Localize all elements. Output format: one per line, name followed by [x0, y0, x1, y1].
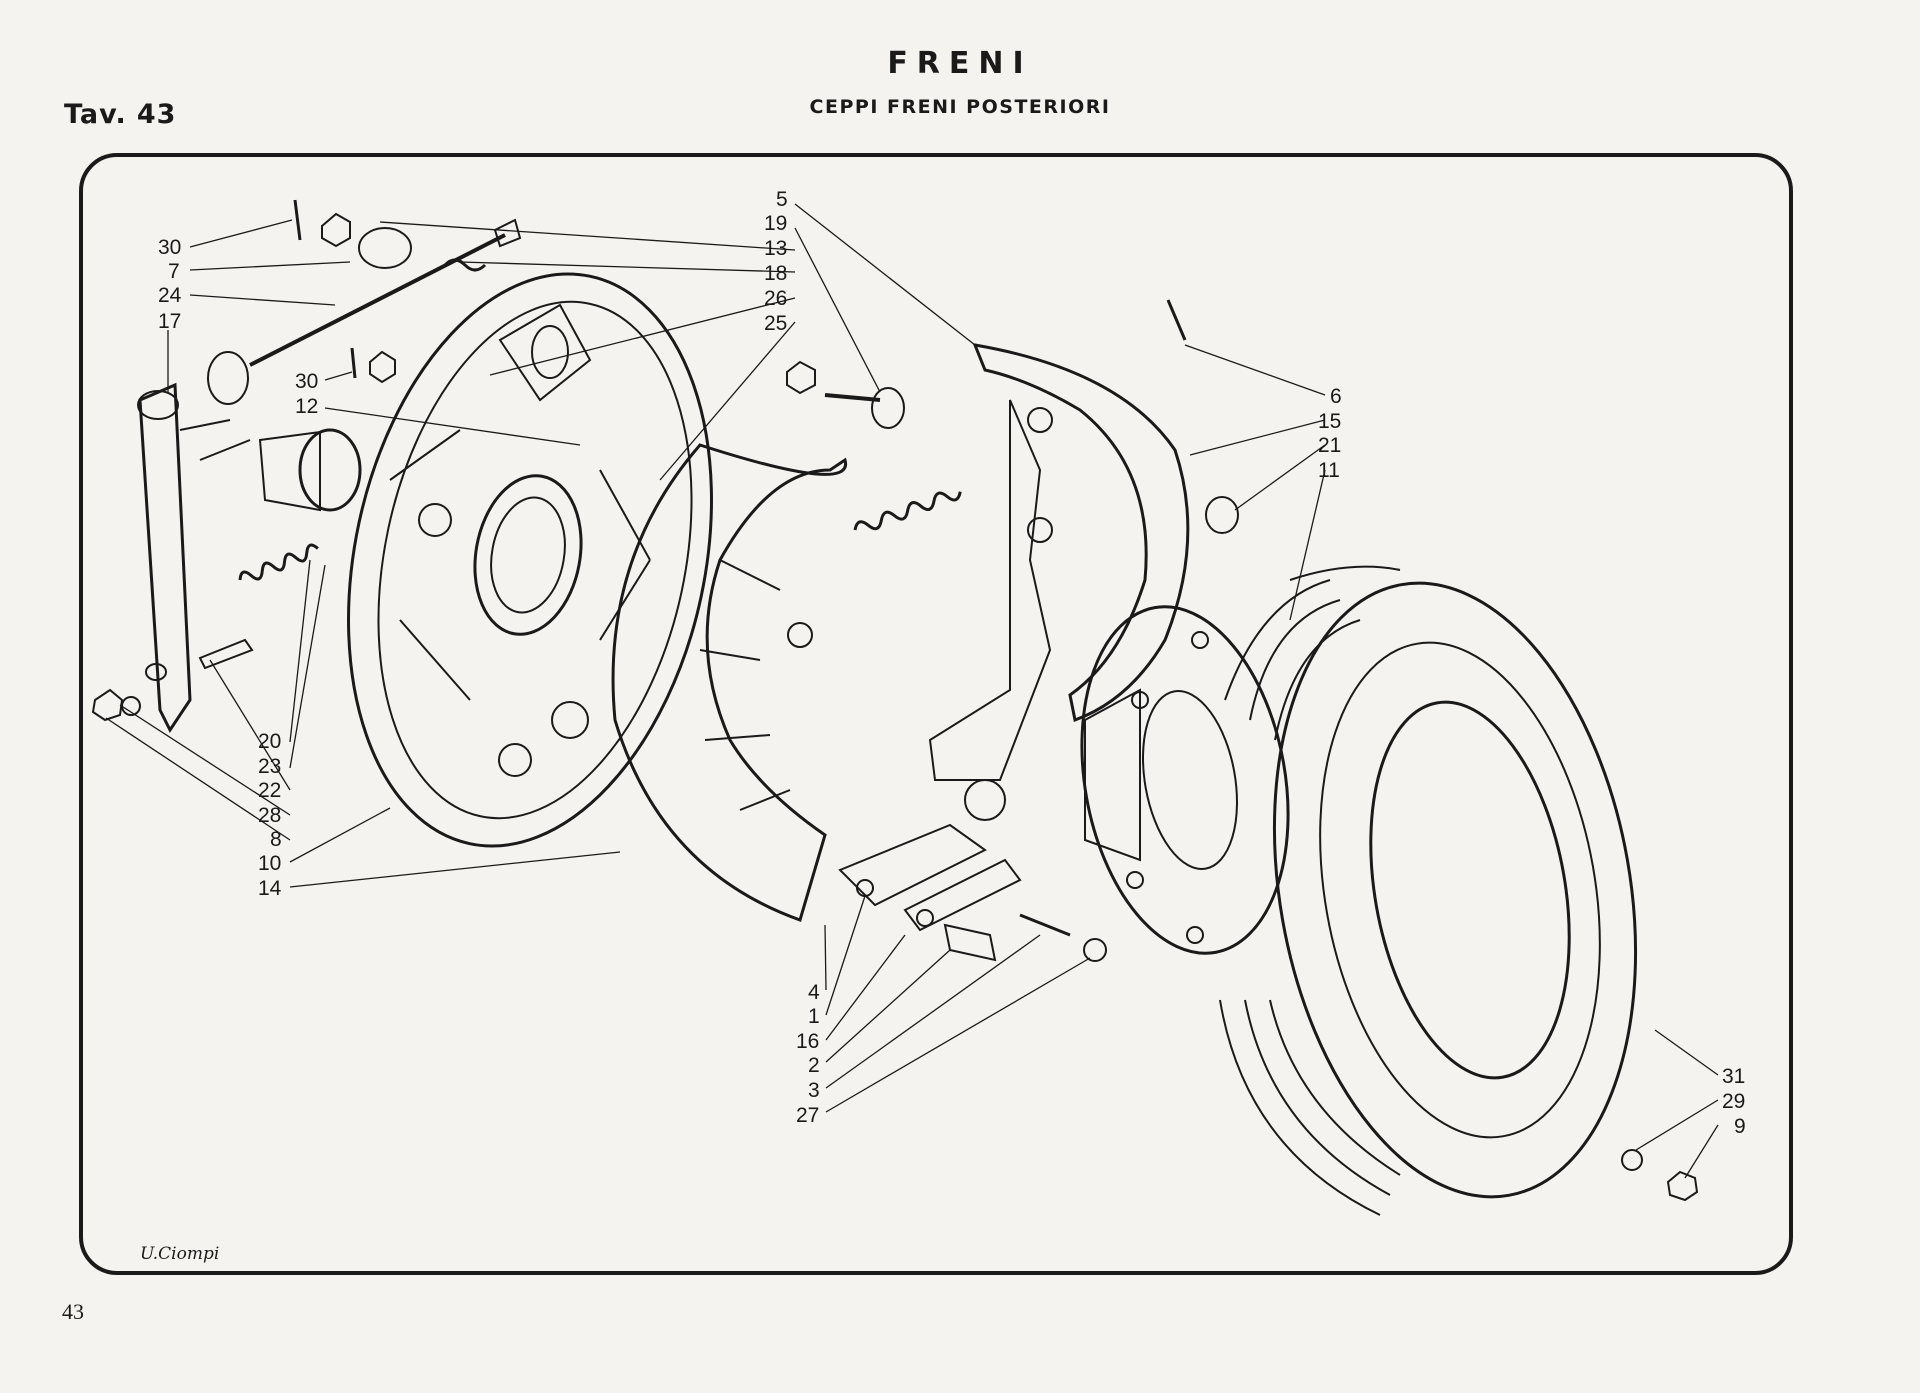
plate-number: 43 [136, 99, 177, 130]
callout-left: 20 [258, 730, 281, 753]
callout-left: 7 [168, 260, 180, 283]
shoe-anchor-pins [786, 299, 1239, 534]
callout-bottom-center: 3 [808, 1079, 820, 1102]
wheel-hub [1080, 605, 1290, 955]
callout-bottom-center: 2 [808, 1054, 820, 1077]
diagram-frame [79, 153, 1793, 1275]
callout-top-center: 19 [764, 212, 787, 235]
plate-prefix: Tav. [64, 99, 127, 130]
callout-left: 22 [258, 779, 281, 802]
callout-right-lower: 31 [1722, 1065, 1745, 1088]
callout-top-center: 13 [764, 237, 787, 260]
callout-left: 23 [258, 755, 281, 778]
callout-numbers: 30 7 24 17 30 12 20 23 22 28 8 10 14 5 1… [158, 188, 1746, 1138]
callout-right-lower: 9 [1734, 1115, 1746, 1138]
brake-shoe-rear [928, 343, 1190, 821]
callout-right-upper: 11 [1318, 459, 1340, 482]
callout-left: 28 [258, 804, 281, 827]
page-number: 43 [62, 1299, 84, 1324]
callout-top-center: 18 [764, 262, 787, 285]
callout-left: 12 [295, 395, 318, 418]
washer-nut-right [1621, 1149, 1699, 1202]
callout-left: 10 [258, 852, 281, 875]
operating-rod [249, 218, 522, 367]
callout-bottom-center: 4 [808, 981, 820, 1004]
callout-top-center: 25 [764, 312, 787, 335]
bolts-bottom [943, 913, 1107, 962]
brake-lever [137, 382, 192, 733]
expander-cam [179, 351, 251, 461]
link-plates [838, 823, 1022, 932]
callout-top-center: 26 [764, 287, 787, 310]
callout-left: 14 [258, 877, 282, 900]
callout-left: 8 [270, 828, 282, 851]
callout-bottom-center: 16 [796, 1030, 819, 1053]
page-subtitle: CEPPI FRENI POSTERIORI [809, 96, 1111, 118]
backing-plate [347, 272, 713, 848]
plate-label: Tav. 43 [64, 99, 176, 130]
callout-right-upper: 6 [1330, 385, 1342, 408]
callout-top-center: 5 [776, 188, 788, 211]
callout-right-upper: 15 [1318, 410, 1341, 433]
callout-bottom-center: 27 [796, 1104, 819, 1127]
illustrator-signature: U.Ciompi [140, 1244, 220, 1264]
callout-left: 24 [158, 284, 182, 307]
shoe-return-spring [853, 491, 962, 531]
brake-drum [1219, 565, 1638, 1216]
brake-shoe-front [611, 443, 848, 922]
callout-bottom-center: 1 [808, 1005, 820, 1028]
callout-left: 30 [295, 370, 318, 393]
leader-lines [105, 203, 1719, 1179]
return-spring-lower [238, 543, 319, 581]
callout-left: 30 [158, 236, 181, 259]
washer-nut-left [91, 688, 141, 722]
callout-left: 17 [158, 310, 181, 333]
small-parts-top [293, 199, 487, 384]
wheel-cylinder [258, 428, 362, 512]
callout-right-upper: 21 [1318, 434, 1341, 457]
adjuster-bolt [198, 638, 254, 670]
page-title: FRENI [887, 46, 1033, 81]
callout-right-lower: 29 [1722, 1090, 1745, 1113]
